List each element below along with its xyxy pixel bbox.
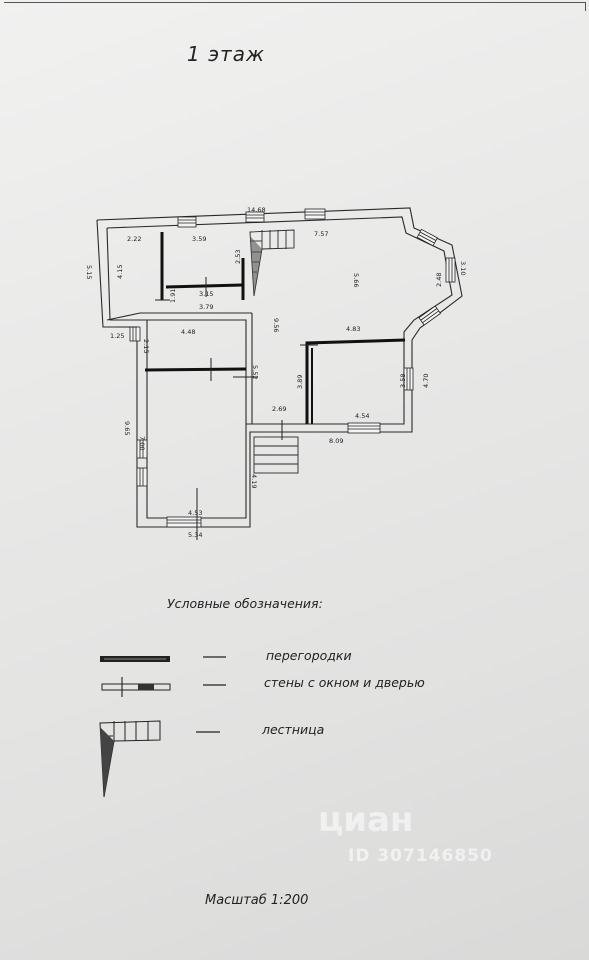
dim-corridor-h: 9.56 — [272, 318, 280, 332]
dim-room1-w: 2.22 — [127, 235, 141, 243]
dim-top-total: 14.68 — [247, 206, 266, 214]
dim-bay-a: 2.48 — [435, 273, 443, 287]
door-marks — [117, 277, 318, 540]
dim-stair: 2.53 — [234, 250, 242, 264]
dim-corr-552: 5.52 — [251, 365, 259, 379]
window-bottom-left — [166, 516, 202, 528]
window-left-mid — [136, 439, 148, 459]
legend-symbol-wall-window-door — [101, 677, 171, 697]
window-bay-2 — [445, 257, 456, 283]
dim-room-top-right: 7.57 — [314, 230, 328, 238]
dim-room1-h: 4.15 — [116, 265, 124, 279]
watermark-id: ID 307146850 — [348, 846, 493, 866]
window-top-right — [304, 208, 326, 220]
dim-left-total: 9.65 — [123, 421, 131, 435]
dim-right-358: 3.58 — [399, 374, 407, 388]
dim-right-470: 4.70 — [422, 374, 430, 388]
window-top-mid — [245, 211, 265, 223]
dim-left-h: 5.15 — [85, 265, 93, 279]
partition-wc-bottom — [165, 283, 243, 289]
window-right — [403, 367, 414, 391]
legend-heading: Условные обозначения: — [167, 596, 323, 611]
exterior-walls — [96, 207, 463, 528]
partition-room3-room4 — [144, 367, 247, 372]
windows — [129, 208, 456, 528]
window-top-left — [177, 216, 197, 228]
dim-room5-bottom: 4.54 — [355, 412, 369, 420]
upper-left-wall-bottom — [106, 312, 141, 321]
dim-room3-h: 2.15 — [142, 339, 150, 353]
dim-room3-w: 4.48 — [181, 328, 195, 336]
sheet-frame-edge — [4, 2, 586, 11]
watermark-brand: циан — [318, 800, 414, 840]
dim-bay-b: 3.10 — [459, 261, 467, 275]
dim-room4-h: 7.00 — [138, 436, 146, 450]
scale-label: Масштаб 1:200 — [205, 893, 309, 908]
dim-379: 3.79 — [199, 303, 213, 311]
legend-symbol-staircase — [99, 720, 161, 798]
dimension-labels: 14.68 2.22 3.59 2.53 7.57 5.15 4.15 3.15… — [85, 206, 467, 539]
entrance-steps — [253, 436, 299, 474]
dim-room5-w: 4.83 — [346, 325, 360, 333]
legend-label-staircase: лестница — [262, 722, 325, 737]
interior-walls — [106, 312, 253, 424]
dim-entry-269: 2.69 — [272, 405, 286, 413]
window-bottom-right — [347, 422, 381, 434]
window-bay-3 — [418, 305, 442, 326]
dim-room4-w: 4.53 — [188, 509, 202, 517]
legend-label-partitions: перегородки — [266, 648, 352, 663]
window-left-upper — [129, 326, 141, 342]
dim-room5-h: 3.89 — [296, 375, 304, 389]
dim-191: 1.91 — [169, 289, 177, 303]
legend-label-walls: стены с окном и дверью — [264, 675, 425, 690]
dim-room2-w: 3.59 — [192, 235, 206, 243]
floor-title: 1 этаж — [187, 42, 265, 66]
dim-bottom-534: 5.34 — [188, 531, 202, 539]
window-bay-1 — [416, 228, 438, 247]
dim-125: 1.25 — [110, 332, 124, 340]
mid-wall-outer — [137, 319, 247, 424]
dim-bottom-809: 8.09 — [329, 437, 343, 445]
outer-wall-line — [96, 207, 463, 528]
partitions — [144, 232, 406, 424]
interior-staircase — [249, 229, 295, 297]
partition-room5 — [305, 338, 406, 424]
window-left-lower — [136, 467, 148, 487]
dim-wc-w: 3.15 — [199, 290, 213, 298]
dim-hall-h: 5.66 — [352, 273, 360, 287]
legend-symbol-partition — [100, 656, 170, 662]
dim-stair-h: 4.19 — [250, 474, 258, 488]
